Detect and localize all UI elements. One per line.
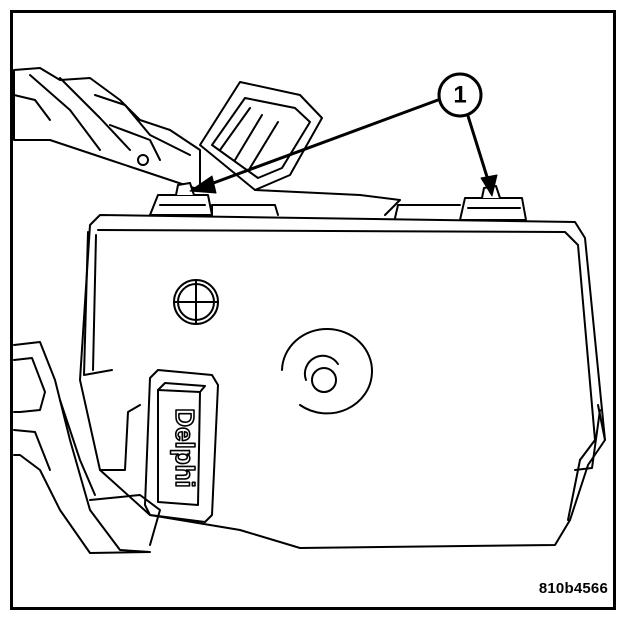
alignment-mark [173,279,219,325]
retaining-tab-left [149,182,279,216]
label-plate: Delphi [144,369,219,523]
mounting-bracket [13,341,161,554]
module-brand-label: Delphi [170,408,200,487]
retaining-tab-right [394,185,527,221]
callout-bubble: 1 [437,72,483,118]
callout-number: 1 [453,81,466,108]
wiring-harness [13,67,201,191]
mounting-boss [281,328,374,415]
figure-id: 810b4566 [538,580,608,597]
connector-housing [199,81,401,216]
callout-arrows [189,98,498,197]
